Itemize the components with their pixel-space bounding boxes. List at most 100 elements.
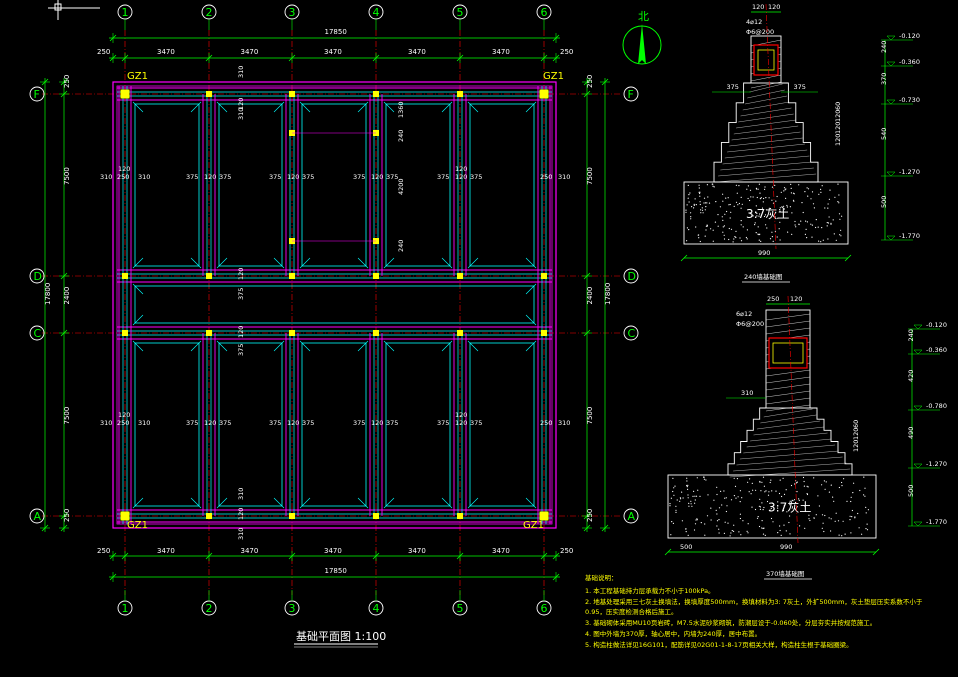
hatch [715,173,817,183]
soil-dot [688,229,690,231]
ring-beam-rebar [757,49,775,71]
soil-dot [827,238,829,240]
elev-text: -0.360 [899,58,920,66]
soil-dot [681,491,683,493]
hatch [736,456,843,466]
dim-tick [583,272,591,280]
foundation-outline [112,81,557,529]
soil-dot [849,515,851,517]
soil-dot [802,211,804,214]
step-height-dim: 120 [834,110,842,122]
column [122,273,128,279]
room-chamfer [190,497,202,509]
dim-tick [288,552,296,560]
elev-marker [913,405,923,411]
soil-dot [770,479,772,481]
soil-dot [805,228,807,230]
soil-dot [794,224,796,226]
soil-dot [796,481,798,483]
soil-dot [830,530,832,532]
room-chamfer [273,101,285,113]
room-chamfer [383,101,395,113]
soil-dot [742,520,744,522]
soil-dot [703,476,705,478]
soil-dot [821,527,823,529]
soil-dot [839,234,841,236]
soil-dot [705,479,707,481]
axis-label: 2 [206,6,213,19]
soil-dot [730,499,733,501]
column-gz1 [539,511,549,521]
soil-dot [838,486,841,489]
room-chamfer [525,497,537,509]
column [373,513,379,519]
hatch [765,313,811,321]
soil-dot [804,233,807,235]
soil-dot [686,227,689,229]
dim-tick [60,524,68,532]
dim-tick [41,524,49,532]
soil-dot [783,505,785,507]
column [457,91,463,97]
detail-title: 240墙基础图 [744,272,782,281]
soil-dot [782,477,784,479]
soil-dot [758,505,761,507]
soil-dot [705,206,707,208]
soil-dot [686,480,688,482]
beam-dim: 1360 [397,101,405,118]
seg-dim: 500 [907,485,915,497]
dim-tick [552,34,560,42]
soil-dot [866,523,868,525]
soil-dot [768,197,770,199]
plan-title: 基础平面图 1:100 [296,630,386,643]
ring-beam [768,337,808,369]
soil-dot [712,183,714,185]
soil-dot [781,495,783,498]
soil-dot [692,495,694,497]
soil-dot [790,183,792,185]
soil-dot [694,198,696,200]
note-line: 2. 地基处理采用三七灰土换填法，换填厚度500mm，换填材料为3: 7灰土，外… [585,597,923,606]
column [206,273,212,279]
soil-dot [779,239,781,241]
soil-dot [690,503,692,505]
elev-marker [886,171,896,177]
note-line: 1. 本工程基础持力层承载力不小于100kPa。 [585,586,715,595]
soil-dot [746,238,748,240]
hatch [733,462,847,472]
column [541,330,547,336]
soil-dot [800,220,802,222]
soil-dot [818,193,820,195]
dim-tick [601,78,609,86]
hatch [743,444,836,454]
soil-dot [716,493,718,496]
beam-dim: 375 [219,173,231,181]
soil-dot [670,497,673,499]
soil-dot [771,186,774,188]
soil-dot [673,487,675,489]
column [373,330,379,336]
soil-dot [694,523,697,525]
soil-dot [717,214,719,216]
soil-dot [829,189,831,191]
soil-dot [759,213,761,215]
hatch [765,320,811,328]
soil-dot [861,533,863,535]
soil-dot [820,241,822,243]
soil-dot [827,203,829,205]
soil-dot [817,495,819,497]
room-chamfer [357,497,369,509]
soil-dot [850,496,852,498]
room-outline [469,342,535,507]
beam-dim: 310 [237,66,245,78]
soil-dot [713,186,715,188]
axis-label: 6 [541,602,548,615]
axis-bubble [29,86,45,102]
soil-dot [778,492,781,495]
elev-text: -0.120 [899,32,920,40]
dim-tick [552,573,560,581]
soil-dot [690,500,692,502]
room-chamfer [190,257,202,269]
soil-dot [738,202,741,205]
soil-dot [748,491,750,493]
